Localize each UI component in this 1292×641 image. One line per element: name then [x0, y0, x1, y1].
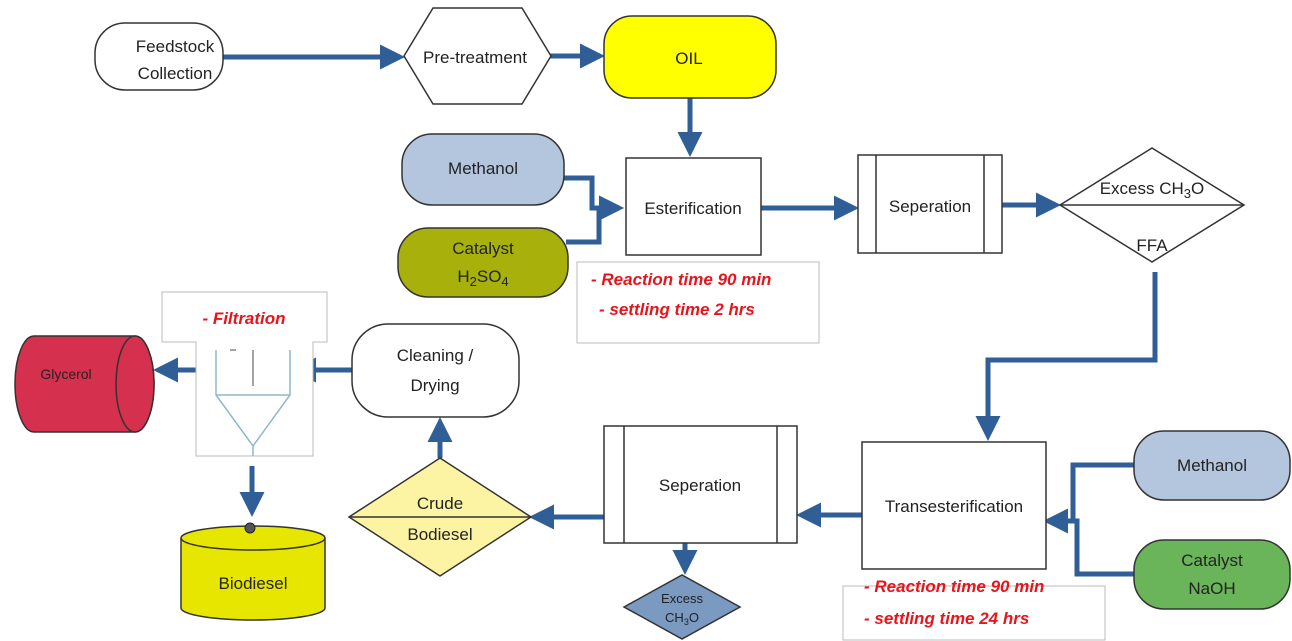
pretreatment-label: Pre-treatment: [423, 48, 527, 67]
filter-vessel-icon: [215, 349, 291, 456]
decision-top-label: Excess CH3O: [1100, 179, 1205, 201]
excess-methanol-node: Excess CH3O: [622, 574, 742, 640]
transesterification-label: Transesterification: [885, 497, 1023, 516]
cleaning-drying-node: Cleaning / Drying: [351, 323, 520, 418]
decision-node: Excess CH3O FFA: [1058, 147, 1246, 263]
methanol-bottom-label: Methanol: [1177, 456, 1247, 475]
arrow-catalyst-to-esterification: [566, 195, 625, 245]
feedstock-collection-node: Feedstock Collection: [94, 22, 224, 91]
oil-node: OIL: [603, 15, 777, 99]
crude-biodiesel-line1: Crude: [417, 494, 463, 513]
arrow-methanol-to-transesterification: [1056, 462, 1134, 524]
transesterification-node: Transesterification: [861, 441, 1047, 570]
esterification-label: Esterification: [644, 199, 741, 218]
crude-biodiesel-node: Crude Bodiesel: [347, 457, 533, 577]
glycerol-label: Glycerol: [40, 366, 91, 382]
biodiesel-inlet-icon: [244, 522, 256, 534]
esterification-note-line1: - Reaction time 90 min: [591, 270, 771, 289]
filtration-label: - Filtration: [202, 309, 285, 328]
esterification-note: - Reaction time 90 min - settling time 2…: [576, 261, 820, 344]
transesterification-note-line1: - Reaction time 90 min: [864, 577, 1044, 596]
feedstock-line2: Collection: [138, 64, 213, 83]
catalyst-base-line1: Catalyst: [1181, 551, 1243, 570]
separation-bottom-label: Seperation: [659, 476, 741, 495]
methanol-top-node: Methanol: [401, 133, 565, 206]
oil-label: OIL: [675, 49, 702, 68]
esterification-note-line2: - settling time 2 hrs: [599, 300, 755, 319]
arrow-methanol-to-esterification: [562, 175, 625, 221]
cleaning-line1: Cleaning /: [397, 346, 474, 365]
methanol-bottom-node: Methanol: [1133, 430, 1291, 501]
transesterification-note-line2: - settling time 24 hrs: [864, 609, 1029, 628]
methanol-top-label: Methanol: [448, 159, 518, 178]
transesterification-note: - Reaction time 90 min - settling time 2…: [842, 577, 1106, 641]
catalyst-base-node: Catalyst NaOH: [1133, 539, 1291, 610]
glycerol-node: Glycerol: [14, 335, 155, 433]
catalyst-acid-node: Catalyst H2SO4: [397, 227, 569, 298]
decision-bottom-label: FFA: [1136, 236, 1168, 255]
esterification-node: Esterification: [625, 157, 762, 256]
crude-biodiesel-line2: Bodiesel: [407, 525, 472, 544]
catalyst-acid-line1: Catalyst: [452, 239, 514, 258]
arrow-decision-to-transesterification: [975, 272, 1158, 442]
catalyst-base-line2: NaOH: [1188, 579, 1235, 598]
excess-methanol-line1: Excess: [661, 591, 703, 606]
separation-bottom-node: Seperation: [603, 425, 798, 544]
catalyst-acid-formula: H2SO4: [457, 267, 508, 289]
separation-top-label: Seperation: [889, 197, 971, 216]
filtration-unit: - Filtration: [161, 291, 328, 457]
feedstock-line1: Feedstock: [136, 37, 215, 56]
cleaning-line2: Drying: [410, 376, 459, 395]
biodiesel-label: Biodiesel: [219, 574, 288, 593]
pretreatment-node: Pre-treatment: [403, 7, 552, 105]
biodiesel-node: Biodiesel: [180, 522, 326, 621]
separation-top-node: Seperation: [857, 154, 1003, 254]
arrow-catalyst-to-transesterification: [1042, 508, 1134, 577]
excess-methanol-line2: CH3O: [665, 610, 699, 627]
